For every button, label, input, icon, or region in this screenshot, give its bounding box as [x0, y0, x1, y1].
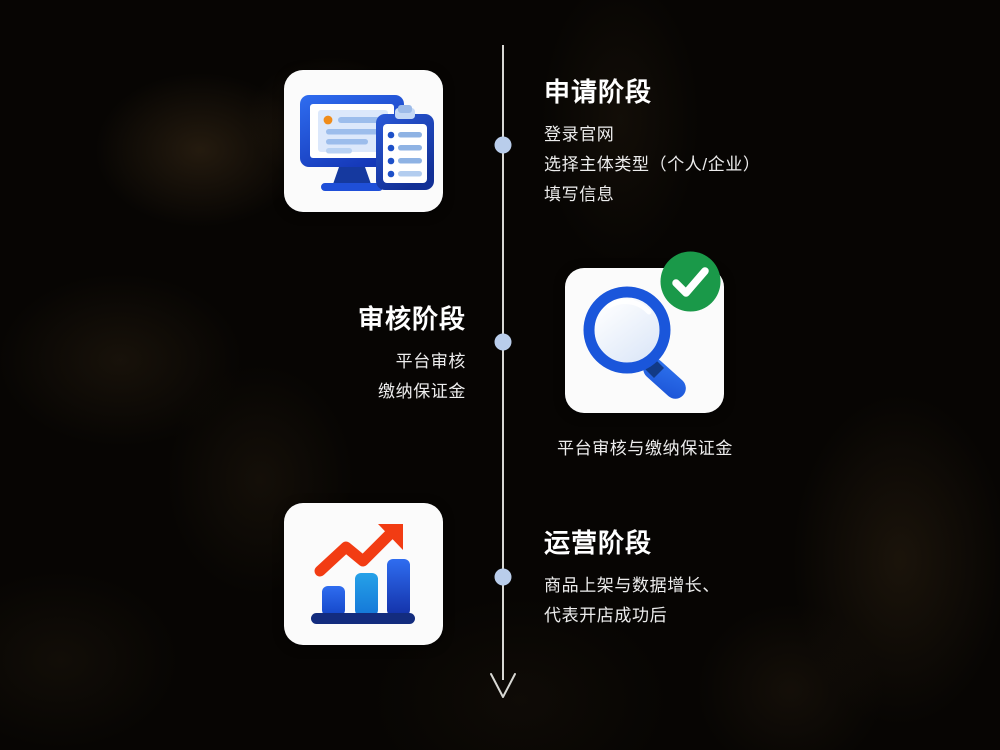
operation-stage-text: 运营阶段 商品上架与数据增长、 代表开店成功后	[544, 529, 720, 631]
review-stage-line-2: 缴纳保证金	[378, 381, 466, 401]
timeline-spine	[502, 45, 504, 680]
application-icon-card	[284, 70, 443, 212]
operation-stage-line-1: 商品上架与数据增长、	[544, 575, 720, 595]
application-stage-text: 申请阶段 登录官网 选择主体类型（个人/企业） 填写信息	[544, 78, 761, 210]
application-stage-title: 申请阶段	[544, 77, 653, 107]
review-stage-text: 审核阶段 平台审核 缴纳保证金	[163, 305, 466, 407]
application-stage-line-1: 登录官网	[544, 124, 615, 144]
magnifier-icon	[583, 286, 686, 399]
review-icon-card	[565, 251, 724, 413]
operation-stage-line-2: 代表开店成功后	[544, 605, 668, 625]
review-stage-title: 审核阶段	[357, 304, 466, 334]
operation-icon-card	[284, 503, 443, 645]
timeline-dot-operation	[494, 568, 512, 586]
green-check-badge-icon	[660, 251, 721, 312]
timeline-dot-application	[494, 136, 512, 154]
application-stage-line-2: 选择主体类型（个人/企业）	[544, 154, 761, 174]
review-stage-line-1: 平台审核	[395, 351, 466, 371]
monitor-form-clipboard-icon	[300, 95, 434, 191]
review-icon-caption: 平台审核与缴纳保证金	[557, 439, 733, 458]
timeline-dot-review	[494, 333, 512, 351]
application-stage-line-3: 填写信息	[544, 184, 615, 204]
growth-chart-icon	[311, 524, 415, 624]
timeline-arrow-down-icon	[490, 673, 516, 698]
operation-stage-title: 运营阶段	[544, 528, 653, 558]
